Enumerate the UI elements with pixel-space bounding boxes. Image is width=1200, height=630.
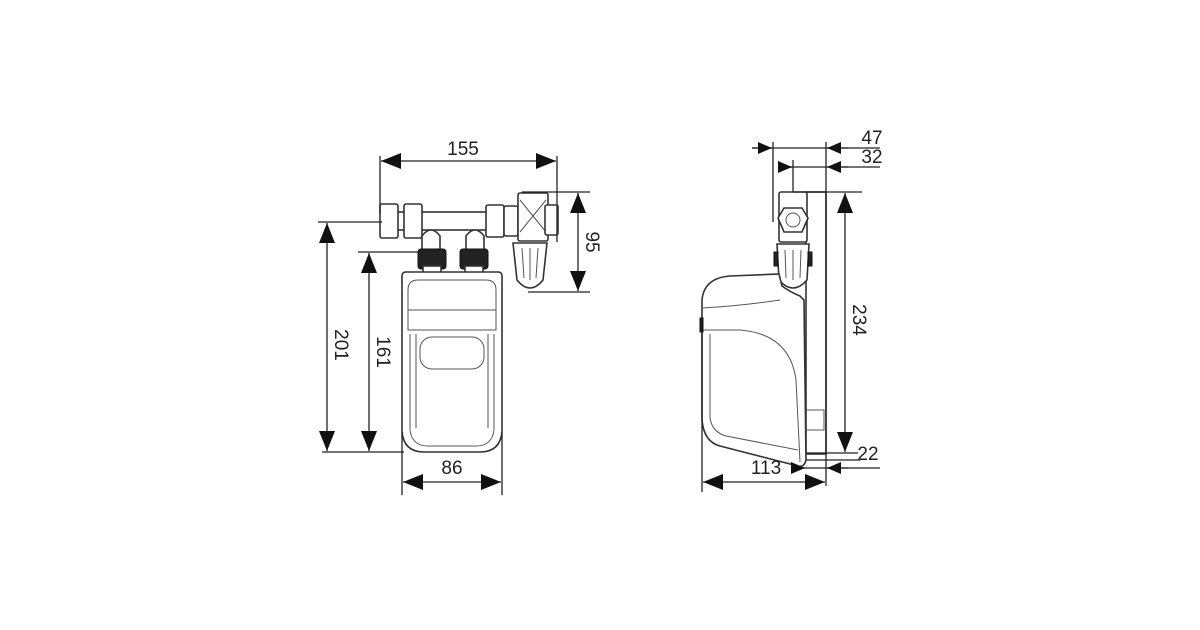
dimension-label-32: 32 [861,147,882,168]
dimension-offset-inner: 32 [778,147,883,192]
dimension-label-95: 95 [581,231,602,252]
dimension-total-height: 201 [318,221,404,453]
front-view: 155 95 201 161 86 [318,139,602,495]
dimension-label-22: 22 [857,444,878,465]
side-view: 47 32 234 22 113 [699,128,883,492]
dimension-label-86: 86 [441,458,462,479]
dimension-label-113: 113 [751,458,781,479]
dimension-side-total-height: 234 [793,191,869,454]
dimension-label-161: 161 [372,336,393,368]
dimension-label-155: 155 [447,139,479,160]
dimension-fitting-height: 95 [522,191,602,293]
dimension-body-height: 161 [358,251,418,451]
dimension-width-with-fittings: 155 [379,139,558,242]
heater-side-outline [699,191,827,468]
dimension-label-201: 201 [330,329,351,361]
heater-front-outline [379,192,559,453]
dimension-label-47: 47 [861,128,882,149]
dimension-bottom-offset: 22 [791,444,880,474]
dimension-label-234: 234 [848,304,869,336]
dimension-body-width: 86 [401,432,503,495]
dimension-offset-outer: 47 [752,128,883,486]
dimension-depth: 113 [701,330,825,492]
